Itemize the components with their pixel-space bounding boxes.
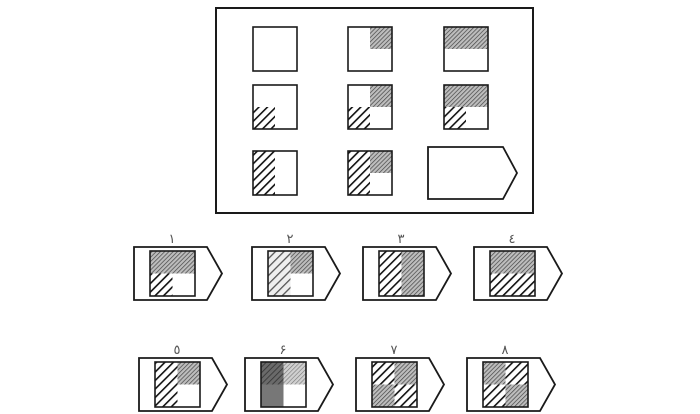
quadrant-top-left-coarse	[348, 151, 370, 173]
quadrant-bottom-right-coarse	[512, 273, 535, 296]
quadrant-top-left-fine	[444, 85, 466, 107]
quadrant-top-right-fine	[177, 362, 200, 385]
quadrant-bottom-left-solid	[261, 384, 284, 407]
option-number-label: ۶	[280, 343, 287, 358]
matrix-cell-r3-c1	[252, 150, 298, 196]
square-outline	[378, 250, 425, 297]
quadrant-top-right-fine	[290, 251, 313, 274]
quadrant-top-left-dark	[261, 362, 284, 385]
option-number-label: ١	[169, 232, 176, 247]
answer-option-4[interactable]: ٤	[473, 232, 564, 301]
matrix-cell-r1-c3	[443, 26, 489, 72]
matrix-grid	[252, 26, 519, 200]
quadrant-top-left-coarse	[372, 362, 395, 385]
quadrant-top-right-fine	[466, 27, 488, 49]
option-number-label: ٣	[398, 232, 405, 247]
option-number-label: ٢	[287, 232, 294, 247]
quadrant-top-left-coarse	[379, 251, 402, 274]
square-outline	[347, 84, 393, 130]
square-outline	[252, 150, 298, 196]
square-outline	[267, 250, 314, 297]
quadrant-top-left-fine	[490, 251, 513, 274]
quadrant-bottom-left-coarse	[155, 384, 178, 407]
answer-option-2[interactable]: ٢	[251, 232, 342, 301]
matrix-cell-r2-c2	[347, 84, 393, 130]
quadrant-top-left-fine	[483, 362, 506, 385]
answer-options: ١ ٢ ٣ ٤ ٥ ۶ ٧ ٨	[133, 232, 564, 412]
matrix-cell-r2-c1	[252, 84, 298, 130]
answer-option-3[interactable]: ٣	[362, 232, 453, 301]
option-square	[378, 250, 425, 297]
quadrant-top-left-coarse	[253, 151, 275, 173]
quadrant-bottom-right-fine	[505, 384, 528, 407]
square-outline	[443, 26, 489, 72]
answer-option-8[interactable]: ٨	[466, 343, 557, 412]
matrix-cell-r2-c3	[443, 84, 489, 130]
matrix-cell-r1-c1	[252, 26, 298, 72]
quadrant-bottom-left-coarse	[379, 273, 402, 296]
square-outline	[154, 361, 201, 408]
square-outline	[482, 361, 529, 408]
answer-option-7[interactable]: ٧	[355, 343, 446, 412]
option-number-label: ٧	[391, 343, 398, 358]
option-square	[371, 361, 418, 408]
square-outline	[149, 250, 196, 297]
square-outline	[443, 84, 489, 130]
option-square	[149, 250, 196, 297]
quadrant-top-right-fine	[466, 85, 488, 107]
quadrant-bottom-left-fine	[372, 384, 395, 407]
quadrant-top-right-coarse	[505, 362, 528, 385]
square-outline	[489, 250, 536, 297]
quadrant-top-right-fine	[370, 151, 392, 173]
matrix-cell-r3-c2	[347, 150, 393, 196]
answer-option-1[interactable]: ١	[133, 232, 224, 301]
quadrant-bottom-left-coarse	[490, 273, 513, 296]
option-square	[267, 250, 314, 297]
quadrant-top-left-fine	[444, 27, 466, 49]
quadrant-bottom-left-coarse-light	[268, 273, 291, 296]
square-outline	[371, 361, 418, 408]
matrix-frame	[215, 7, 534, 214]
square-outline	[252, 26, 298, 72]
quadrant-top-right-fine	[370, 85, 392, 107]
quadrant-bottom-left-coarse	[444, 107, 466, 129]
square-outline	[260, 361, 307, 408]
option-square	[482, 361, 529, 408]
square-outline	[347, 26, 393, 72]
square-outline	[347, 150, 393, 196]
square-outline	[252, 84, 298, 130]
matrix-cell-r1-c2	[347, 26, 393, 72]
quadrant-top-right-fine	[512, 251, 535, 274]
quadrant-bottom-left-coarse	[150, 273, 173, 296]
answer-option-6[interactable]: ۶	[244, 343, 335, 412]
quadrant-top-left-fine	[150, 251, 173, 274]
option-square	[154, 361, 201, 408]
quadrant-top-right-fine	[172, 251, 195, 274]
option-square	[260, 361, 307, 408]
option-number-label: ٨	[502, 343, 509, 358]
answer-option-5[interactable]: ٥	[138, 343, 229, 412]
missing-answer-slot	[427, 146, 519, 200]
option-square	[489, 250, 536, 297]
quadrant-top-right-fine	[394, 362, 417, 385]
quadrant-top-right-fine	[401, 251, 424, 274]
quadrant-bottom-left-coarse	[253, 173, 275, 195]
quadrant-bottom-left-coarse	[348, 107, 370, 129]
option-number-label: ٥	[174, 343, 181, 358]
quadrant-bottom-left-coarse	[348, 173, 370, 195]
quadrant-bottom-right-coarse	[394, 384, 417, 407]
quadrant-top-right-fine-light	[283, 362, 306, 385]
option-number-label: ٤	[509, 232, 516, 247]
quadrant-top-left-coarse-light	[268, 251, 291, 274]
quadrant-bottom-left-coarse	[483, 384, 506, 407]
quadrant-bottom-right-fine	[401, 273, 424, 296]
quadrant-top-left-coarse	[155, 362, 178, 385]
quadrant-top-right-fine	[370, 27, 392, 49]
quadrant-bottom-left-coarse	[253, 107, 275, 129]
